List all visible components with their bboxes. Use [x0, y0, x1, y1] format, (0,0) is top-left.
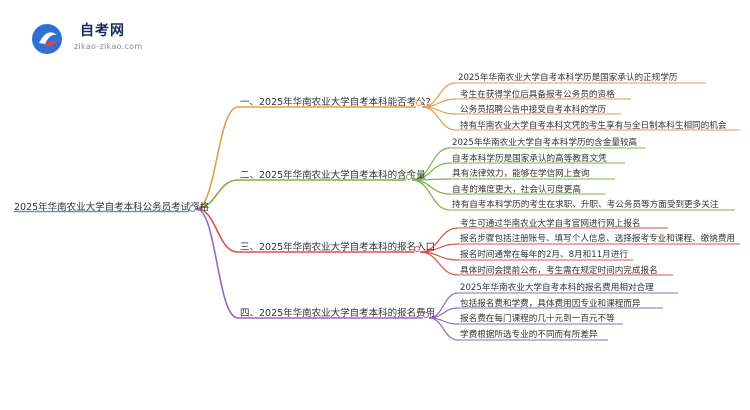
branch-4-leaf-4-curve — [428, 317, 459, 341]
branch-1-leaf-4: 持有华南农业大学自考本科文凭的考生享有与全日制本科生相同的机会 — [460, 121, 727, 131]
logo: 自考网 zikao-zikao.com — [30, 20, 170, 58]
branch-4-dot — [423, 312, 429, 318]
branch-3-leaf-3: 报名时间通常在每年的2月、8月和11月进行 — [460, 250, 628, 260]
branch-4-leaf-3: 报名费在每门课程的几十元到一百元不等 — [460, 314, 615, 324]
branch-1-leaf-2: 考生在获得学位后具备报考公务员的资格 — [460, 90, 615, 100]
branch-2-dot — [406, 174, 412, 180]
logo-icon — [32, 24, 62, 54]
branch-2-curve — [195, 179, 239, 210]
branch-4-leaf-2: 包括报名费和学费，具体费用因专业和课程而异 — [460, 299, 641, 309]
branch-3-leaf-2: 报名步骤包括注册账号、填写个人信息、选择报考专业和课程、缴纳费用 — [460, 234, 736, 244]
branch-2-leaf-4: 自考的难度更大，社会认可度更高 — [452, 185, 581, 195]
branch-2-leaf-2: 自考本科学历是国家承认的高等教育文凭 — [452, 154, 607, 164]
branch-2-leaf-1: 2025年华南农业大学自考本科学历的含金量较高 — [452, 138, 638, 148]
logo-title: 自考网 — [80, 23, 125, 39]
branch-1-leaf-1: 2025年华南农业大学自考本科学历是国家承认的正规学历 — [458, 73, 678, 83]
branch-4-leaf-4: 学费根据所选专业的不同而有所差异 — [460, 330, 598, 340]
branch-3-leaf-1: 考生可通过华南农业大学自考官网进行网上报名 — [460, 219, 641, 229]
branch-4-label: 四、2025年华南农业大学自考本科的报名费用 — [240, 308, 436, 319]
branch-1-leaf-4-curve — [421, 106, 457, 131]
branch-2-leaf-5-curve — [411, 179, 451, 211]
branch-3-dot — [414, 246, 420, 252]
branch-3-curve — [195, 207, 239, 253]
branch-2-leaf-4-curve — [411, 179, 451, 195]
branch-3-label: 三、2025年华南农业大学自考本科的报名入口 — [240, 242, 436, 253]
branch-1-label: 一、2025年华南农业大学自考本科能否考公? — [240, 97, 431, 108]
branch-1-curve — [195, 106, 239, 210]
root-node: 2025年华南农业大学自考本科公务员考试资格 — [14, 202, 210, 213]
branch-2-leaf-5: 持有自考本科学历的考生在求职、升职、考公务员等方面受到更多关注 — [452, 200, 719, 210]
root-node-dot — [189, 205, 196, 212]
branch-4-leaf-1: 2025年华南农业大学自考本科的报名费用相对合理 — [460, 283, 654, 293]
branch-2-leaf-3: 具有法律效力，能够在学信网上查询 — [452, 169, 590, 179]
branch-3-leaf-4-curve — [419, 251, 459, 276]
branch-1-leaf-3: 公务员招聘公告中接受自考本科的学历 — [460, 105, 607, 115]
branch-3-leaf-4: 具体时间会提前公布，考生需在规定时间内完成报名 — [460, 266, 658, 276]
branch-2-label: 二、2025年华南农业大学自考本科的含金量 — [240, 170, 426, 181]
logo-subtitle: zikao-zikao.com — [74, 42, 143, 51]
branch-4-curve — [195, 207, 239, 319]
branch-1-dot — [416, 100, 422, 106]
